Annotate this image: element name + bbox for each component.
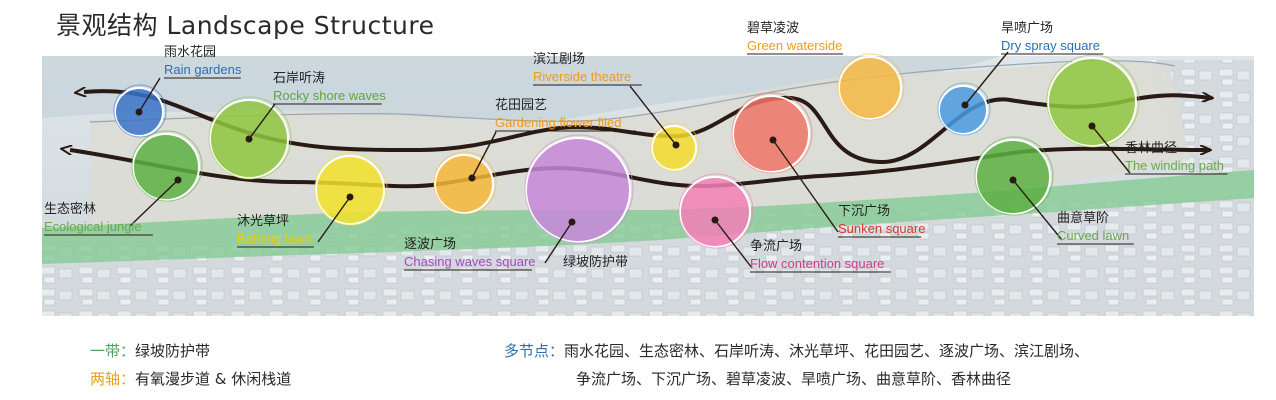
leader-dot-flow-contention-square <box>711 216 719 224</box>
node-ring-rain-gardens <box>113 84 167 138</box>
label-cn-winding-path: 香林曲径 <box>1125 141 1177 156</box>
node-winding-path <box>1047 57 1137 147</box>
page-title: 景观结构 Landscape Structure <box>56 11 435 40</box>
label-en-sunken-square: Sunken square <box>838 221 925 236</box>
legend-nodes-line2: 争流广场、下沉广场、碧草凌波、旱喷广场、曲意草阶、香林曲径 <box>576 370 1012 388</box>
node-green-waterside <box>838 56 902 120</box>
label-en-curved-lawn: Curved lawn <box>1057 228 1129 243</box>
green-slope-belt <box>42 170 1254 264</box>
node-ring-curved-lawn <box>974 136 1054 216</box>
leader-dot-bathing-lawn <box>346 193 354 201</box>
leader-dot-rocky-shore-waves <box>245 135 253 143</box>
node-bathing-lawn <box>315 155 385 225</box>
legend-nodes-line2-row: 争流广场、下沉广场、碧草凌波、旱喷广场、曲意草阶、香林曲径 <box>576 368 1011 389</box>
leader-line-flow-contention-square <box>714 219 753 269</box>
leader-dot-sunken-square <box>769 136 777 144</box>
label-cn-chasing-waves-square: 逐波广场 <box>404 237 456 252</box>
legend-nodes-key: 多节点： <box>504 342 565 360</box>
landscape-map: 雨水花园 Rain gardens 石岸听涛 Rocky shore waves 生态密… <box>42 21 1254 316</box>
label-cn-gardening-flower-filed: 花田园艺 <box>495 97 547 113</box>
leader-dot-curved-lawn <box>1009 176 1017 184</box>
legend-belt: 一带：绿坡防护带 <box>90 340 210 361</box>
label-en-ecological-jungle: Ecological jungle <box>44 219 142 234</box>
label-cn-curved-lawn: 曲意草阶 <box>1057 210 1109 226</box>
label-cn-rocky-shore-waves: 石岸听涛 <box>273 70 325 86</box>
label-en-rain-gardens: Rain gardens <box>164 62 242 77</box>
label-cn-riverside-theatre: 滨江剧场 <box>533 51 585 67</box>
leader-line-sunken-square <box>772 139 839 233</box>
label-cn-dry-spray-square: 旱喷广场 <box>1001 21 1053 36</box>
node-ring-riverside-theatre <box>650 122 700 172</box>
node-ring-gardening-flower-filed <box>433 151 497 215</box>
node-flow-contention-square <box>679 176 751 248</box>
label-en-rocky-shore-waves: Rocky shore waves <box>273 88 386 103</box>
leader-line-chasing-waves-square <box>544 221 573 264</box>
label-cn-ecological-jungle: 生态密林 <box>44 201 96 217</box>
node-ring-chasing-waves-square <box>524 134 634 244</box>
legend-axes-key: 两轴： <box>90 370 136 388</box>
node-ring-bathing-lawn <box>314 152 388 226</box>
node-dry-spray-square <box>938 85 988 135</box>
node-ring-green-waterside <box>837 53 905 121</box>
legend-axes: 两轴：有氧漫步道 & 休闲栈道 <box>90 368 291 389</box>
leader-dot-riverside-theatre <box>672 141 680 149</box>
leader-line-curved-lawn <box>1012 179 1063 241</box>
legend-nodes-line1: 雨水花园、生态密林、石岸听涛、沐光草坪、花田园艺、逐波广场、滨江剧场、 <box>564 342 1090 360</box>
leader-dot-rain-gardens <box>135 108 143 116</box>
node-ecological-jungle <box>132 133 200 201</box>
label-cn-sunken-square: 下沉广场 <box>838 204 890 219</box>
label-en-green-waterside: Green waterside <box>747 38 842 53</box>
node-ring-winding-path <box>1046 54 1140 148</box>
node-gardening-flower-filed <box>434 154 494 214</box>
label-en-winding-path: The winding path <box>1125 158 1224 173</box>
node-ring-sunken-square <box>731 92 813 174</box>
legend-belt-key: 一带： <box>90 342 136 360</box>
leader-dot-ecological-jungle <box>174 176 182 184</box>
label-cn-green-slope-belt: 绿坡防护带 <box>563 254 628 270</box>
label-cn-green-waterside: 碧草凌波 <box>747 21 799 36</box>
node-ring-rocky-shore-waves <box>208 96 292 180</box>
node-ring-flow-contention-square <box>678 173 754 249</box>
label-cn-rain-gardens: 雨水花园 <box>164 44 216 60</box>
leader-dot-gardening-flower-filed <box>468 174 476 182</box>
leader-dot-winding-path <box>1088 122 1096 130</box>
leader-line-winding-path <box>1091 125 1131 174</box>
leader-line-dry-spray-square <box>964 51 1009 106</box>
legend-belt-text: 绿坡防护带 <box>135 342 211 360</box>
node-sunken-square <box>732 95 810 173</box>
node-riverside-theatre <box>651 125 697 171</box>
label-en-flow-contention-square: Flow contention square <box>750 256 884 271</box>
city-blocks <box>42 195 1254 316</box>
shoreline <box>89 60 1176 123</box>
label-en-dry-spray-square: Dry spray square <box>1001 38 1100 53</box>
label-en-riverside-theatre: Riverside theatre <box>533 69 631 84</box>
node-ring-ecological-jungle <box>131 130 203 202</box>
leader-line-gardening-flower-filed <box>471 131 497 179</box>
node-chasing-waves-square <box>525 137 631 243</box>
label-cn-flow-contention-square: 争流广场 <box>750 239 802 254</box>
leader-line-bathing-lawn <box>317 196 351 243</box>
leader-line-rocky-shore-waves <box>248 103 276 140</box>
label-en-chasing-waves-square: Chasing waves square <box>404 254 536 269</box>
label-cn-bathing-lawn: 沐光草坪 <box>237 214 289 229</box>
leader-dot-dry-spray-square <box>961 101 969 109</box>
leader-line-riverside-theatre <box>629 85 677 146</box>
label-en-gardening-flower-filed: Gardening flower filed <box>495 115 621 130</box>
node-ring-dry-spray-square <box>937 82 991 136</box>
label-en-bathing-lawn: Bathing lawn <box>237 231 311 246</box>
leader-dot-chasing-waves-square <box>568 218 576 226</box>
leader-line-rain-gardens <box>138 77 161 113</box>
legend-axes-text: 有氧漫步道 & 休闲栈道 <box>135 370 292 388</box>
legend-nodes: 多节点：雨水花园、生态密林、石岸听涛、沐光草坪、花田园艺、逐波广场、滨江剧场、 <box>504 340 1089 361</box>
leader-line-ecological-jungle <box>129 179 179 227</box>
